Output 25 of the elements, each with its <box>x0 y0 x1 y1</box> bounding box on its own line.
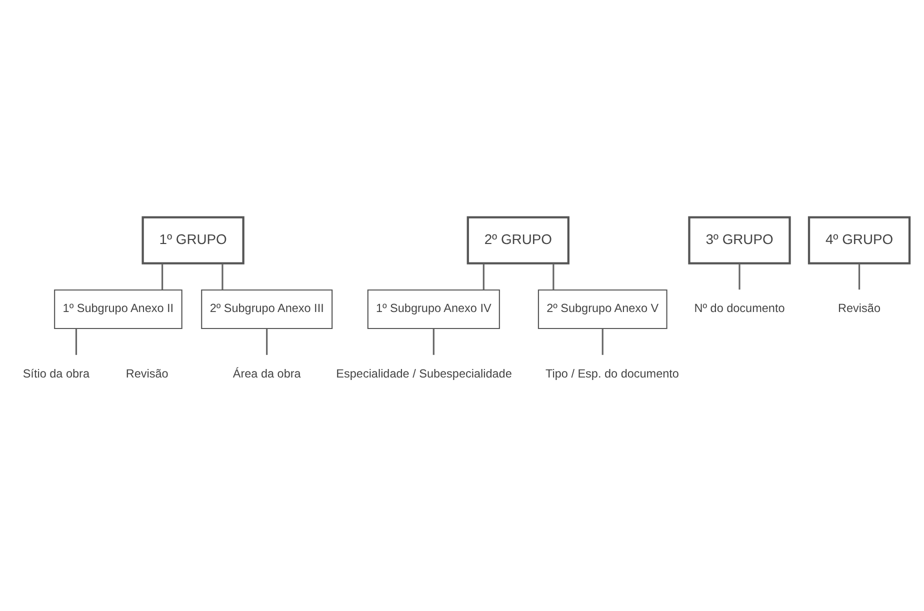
node-box: 1º GRUPO <box>142 216 244 264</box>
node-box: 1º Subgrupo Anexo II <box>54 289 182 330</box>
connector <box>552 264 554 290</box>
label: Revisão <box>126 367 168 380</box>
connector <box>858 264 860 290</box>
node-box: 2º GRUPO <box>466 216 570 264</box>
connector <box>75 328 78 355</box>
node-box: 4º GRUPO <box>808 216 911 264</box>
node-text: Revisão <box>838 302 880 316</box>
connector <box>482 264 484 290</box>
node-text: Tipo / Esp. do documento <box>546 367 679 380</box>
node-text: Sítio da obra <box>22 367 90 380</box>
connector <box>738 264 740 290</box>
connector <box>432 328 434 355</box>
node-text: Especialidade / Subespecialidade <box>336 367 512 380</box>
node-text: Área da obra <box>232 367 301 380</box>
connector <box>266 328 268 355</box>
node-box: 1º Subgrupo Anexo IV <box>367 289 500 330</box>
node-box: 2º Subgrupo Anexo V <box>538 289 668 330</box>
node-box: 3º GRUPO <box>688 216 791 264</box>
connector <box>162 264 164 290</box>
node-box: 2º Subgrupo Anexo III <box>201 289 333 330</box>
connector <box>222 264 224 290</box>
connector <box>602 328 604 355</box>
node-text: Nº do documento <box>694 302 785 316</box>
